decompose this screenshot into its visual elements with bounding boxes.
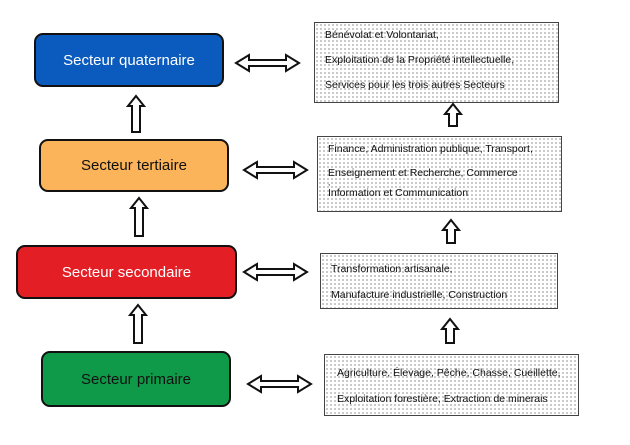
description-line: Information et Communication <box>328 187 469 199</box>
description-line: Enseignement et Recherche, Commerce <box>328 167 518 179</box>
sector-primaire-label: Secteur primaire <box>80 370 192 388</box>
description-line: , <box>328 178 331 187</box>
sector-tertiaire-label: Secteur tertiaire <box>81 157 187 174</box>
description-line: Agriculture, Élevage, Pêche, Chasse, Cue… <box>337 367 561 379</box>
sector-primaire-box: Secteur primaire <box>41 351 231 407</box>
description-line: Bénévolat et Volontariat, <box>325 29 439 41</box>
description-secondaire-box: Transformation artisanale, Manufacture i… <box>320 253 558 309</box>
sector-quaternaire-label: Secteur quaternaire <box>63 51 195 69</box>
up-arrow-left-1 <box>125 94 147 133</box>
description-line: Exploitation forestière, Extraction de m… <box>337 393 548 405</box>
description-line: Transformation artisanale, <box>331 263 453 275</box>
up-arrow-right-1 <box>442 102 464 127</box>
up-arrow-right-2 <box>440 218 462 244</box>
sector-tertiaire-box: Secteur tertiaire <box>39 139 229 192</box>
description-primaire-box: Agriculture, Élevage, Pêche, Chasse, Cue… <box>324 354 579 416</box>
double-arrow-primaire <box>246 374 313 394</box>
double-arrow-tertiaire <box>242 160 309 180</box>
up-arrow-right-3 <box>439 317 461 344</box>
double-arrow-quaternaire <box>234 53 301 73</box>
up-arrow-left-2 <box>128 196 150 237</box>
up-arrow-left-3 <box>127 303 149 344</box>
description-line: Finance, Administration publique, Transp… <box>328 143 533 155</box>
description-line: Exploitation de la Propriété intellectue… <box>325 54 515 66</box>
description-tertiaire-box: Finance, Administration publique, Transp… <box>317 136 562 212</box>
description-line: Services pour les trois autres Secteurs <box>325 79 505 91</box>
sector-secondaire-box: Secteur secondaire <box>16 245 237 299</box>
double-arrow-secondaire <box>242 262 309 282</box>
description-line: Manufacture industrielle, Construction <box>331 289 508 301</box>
sector-quaternaire-box: Secteur quaternaire <box>34 33 224 87</box>
sector-secondaire-label: Secteur secondaire <box>61 263 192 281</box>
description-quaternaire-box: Bénévolat et Volontariat, Exploitation d… <box>314 22 559 103</box>
